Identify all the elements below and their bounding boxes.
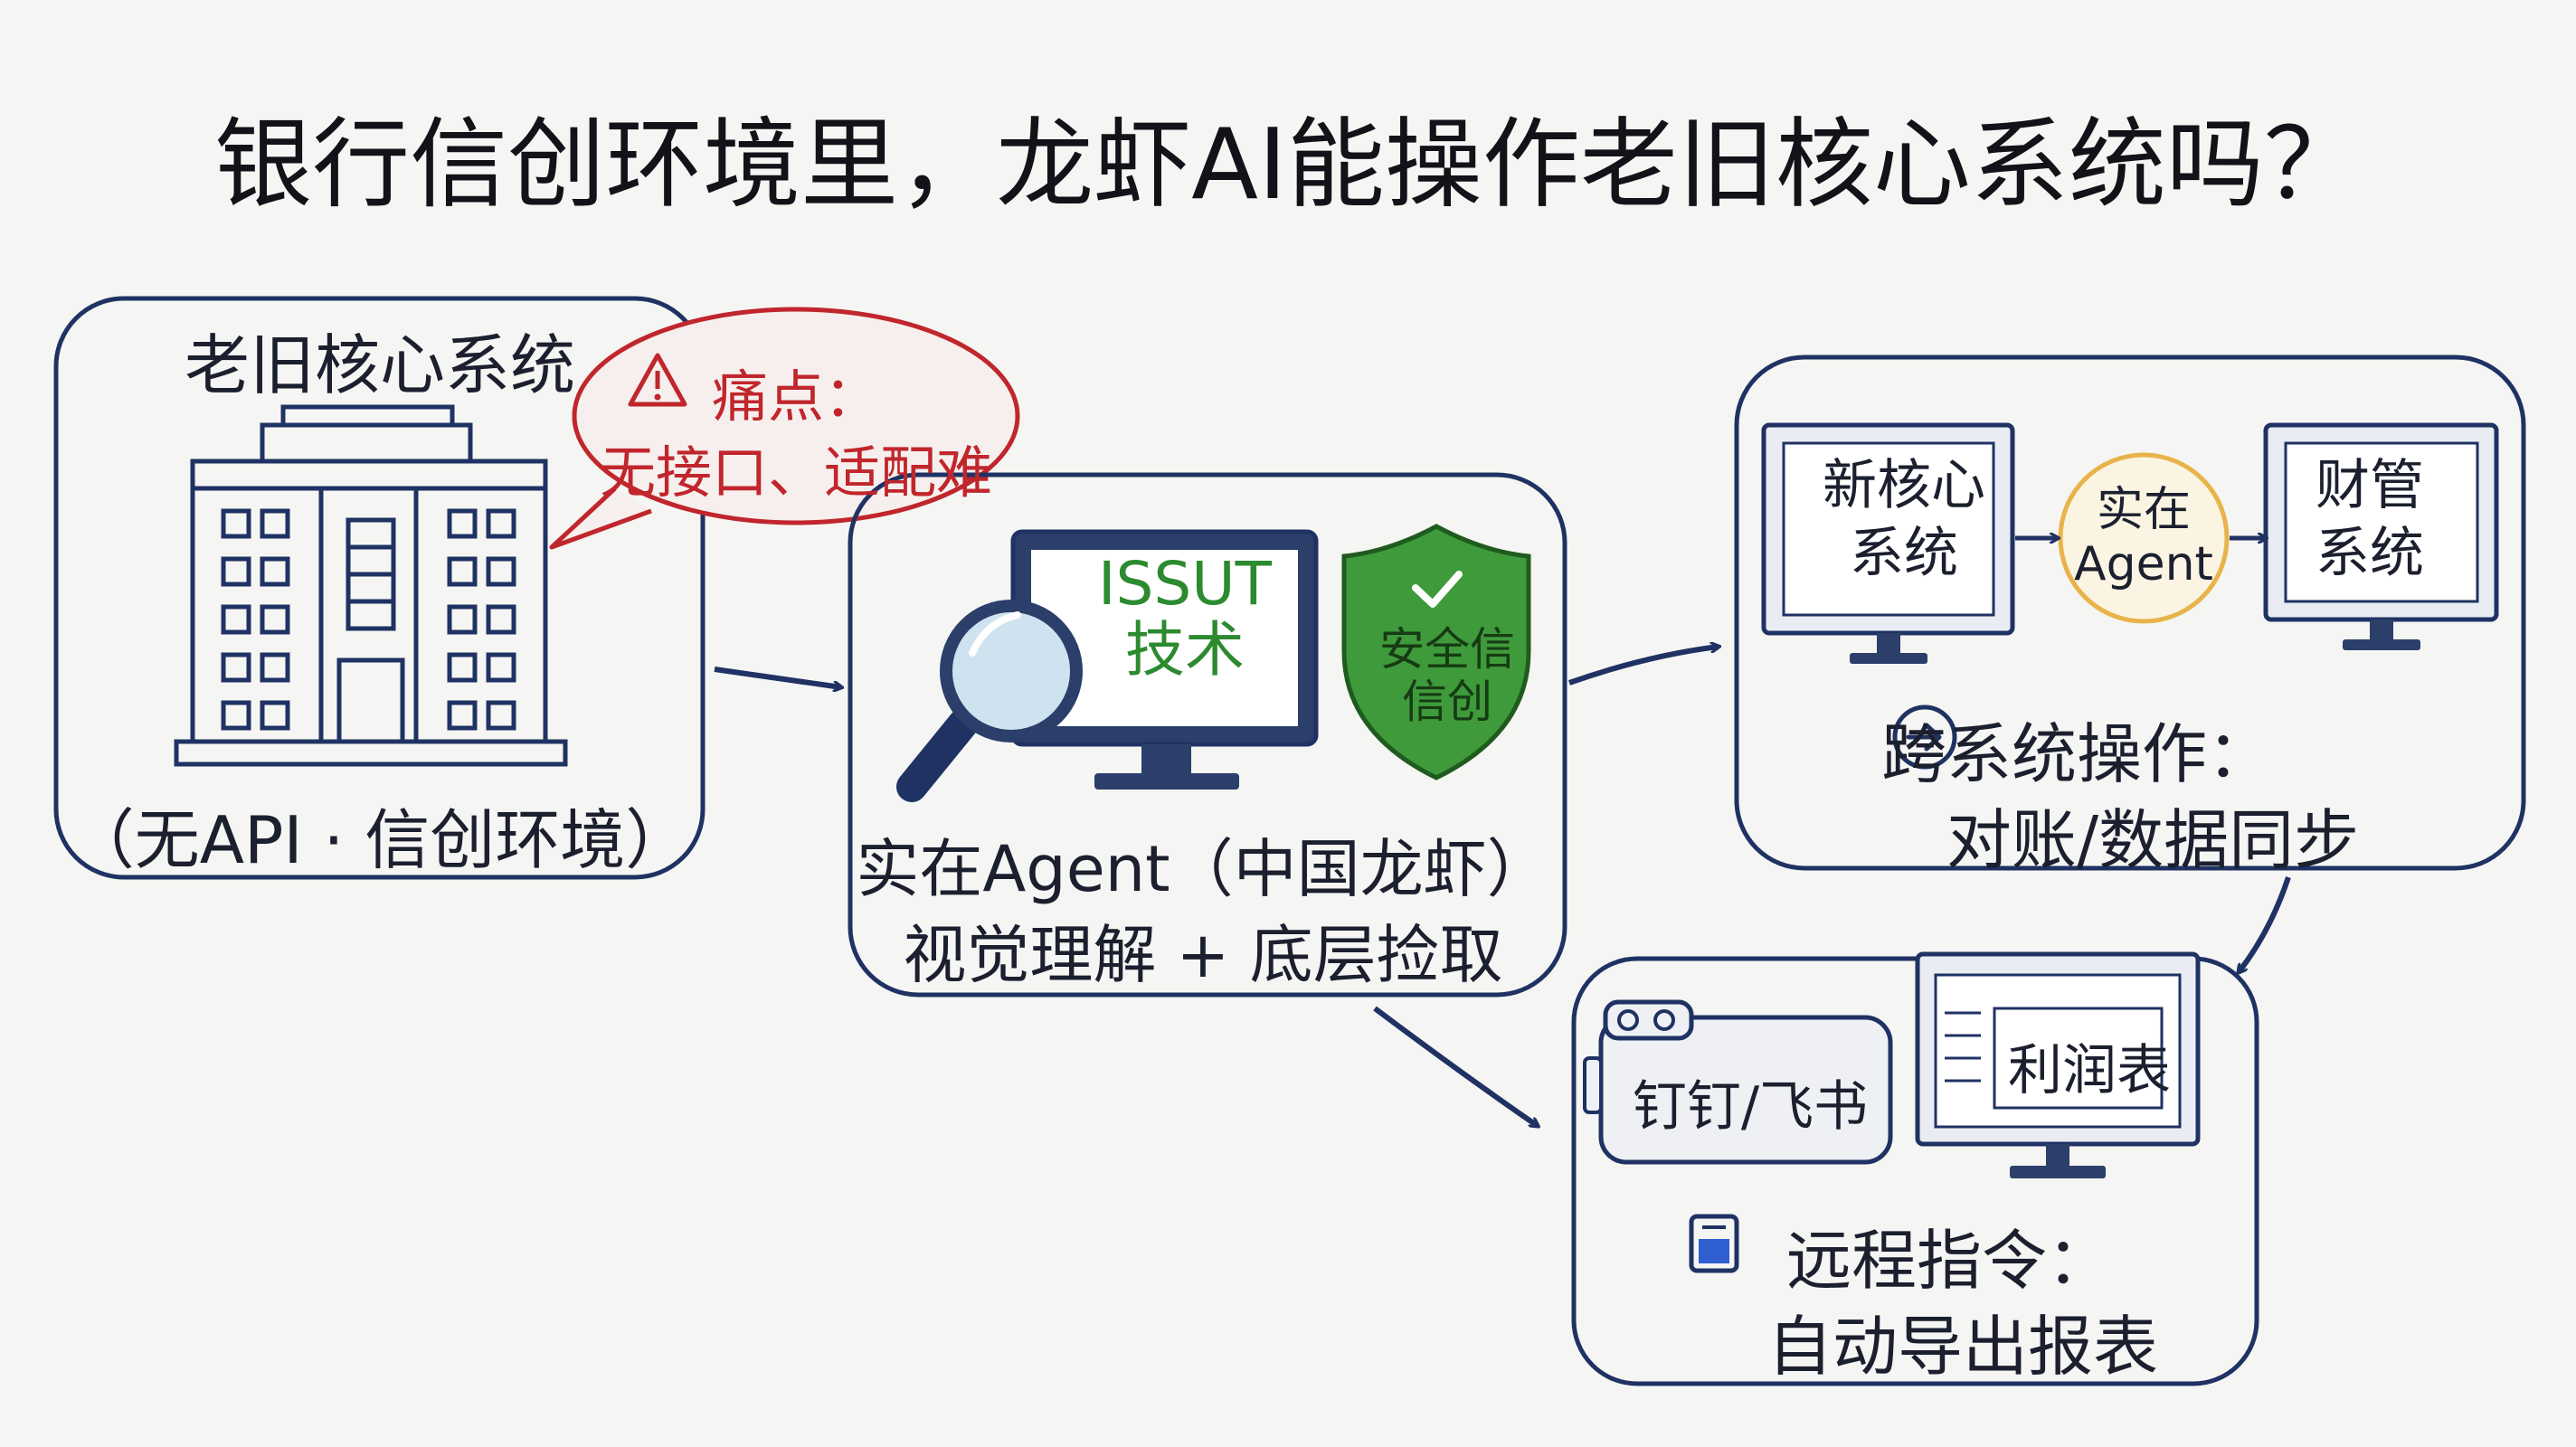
warning-icon [628,353,687,407]
agent-line-2: 视觉理解 + 底层捡取 [903,918,1503,992]
arrow-agent-to-remote [1373,1006,1538,1126]
new-core-label: 新核心 系统 [1823,454,1985,585]
device-label: 钉钉/飞书 [1632,1075,1869,1139]
arrow-agent-to-cross [1568,647,1719,686]
agent-line-1: 实在Agent（中国龙虾） [856,832,1550,906]
remote-line-2: 自动导出报表 [1766,1309,2158,1385]
phone-device-icon [1583,999,1893,1165]
bank-building-icon [174,404,568,767]
pain-title: 痛点： [711,364,880,430]
legacy-panel [53,296,706,880]
pain-bubble [549,307,1020,550]
agent-panel [848,472,1567,998]
arrow-cross-to-remote [2239,876,2291,972]
pain-body: 无接口、适配难 [599,440,992,506]
arrow-circle-icon [1892,705,1957,770]
hub-label: 实在 Agent [2074,483,2213,591]
calendar-icon [1689,1214,1739,1273]
arrow-legacy-to-agent [714,667,841,687]
cross-line-1: 跨系统操作： [1881,716,2273,792]
legacy-heading: 老旧核心系统 [184,327,575,403]
finance-system-label: 财管 系统 [2316,454,2424,585]
issut-screen-text: ISSUT 技术 [1098,549,1272,685]
shield-text: 安全信 信创 [1379,623,1515,728]
cross-panel [1734,355,2526,871]
remote-panel [1571,956,2259,1386]
magnifier-icon [896,600,1083,802]
cross-line-2: 对账/数据同步 [1946,802,2360,878]
shield-check-icon [1341,524,1531,780]
monitor-icon [1010,529,1319,790]
page-title: 银行信创环境里，龙虾AI能操作老旧核心系统吗？ [214,109,2362,222]
hub-icon [2058,452,2230,624]
right-monitor-icon [2263,422,2499,650]
remote-line-1: 远程指令： [1786,1223,2113,1299]
report-monitor-icon [1915,951,2201,1178]
legacy-subtitle: （无API · 信创环境） [69,802,691,878]
report-label: 利润表 [2008,1039,2171,1102]
left-monitor-icon [1761,422,2015,664]
